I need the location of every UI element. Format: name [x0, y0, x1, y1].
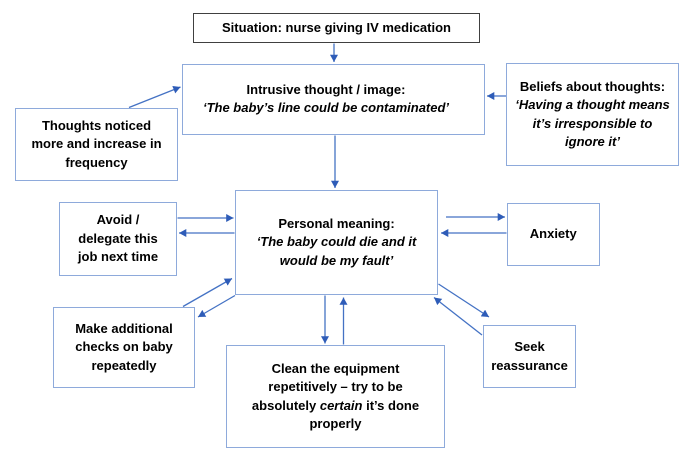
clean-equipment-box: Clean the equipment repetitively – try t… — [226, 345, 445, 448]
arrow-meaning-to-checks — [197, 294, 236, 318]
clean-equipment-text-before: Clean the equipment repetitively – try t… — [251, 360, 403, 413]
anxiety-box: Anxiety — [507, 203, 600, 266]
intrusive-thought-box: Intrusive thought / image: ‘The baby’s l… — [182, 63, 485, 135]
arrow-checks-to-meaning — [182, 277, 233, 308]
arrow-meaning-to-reassurance — [438, 283, 490, 318]
arrow-noticed-to-intrusive — [128, 85, 181, 109]
connectors — [128, 43, 507, 345]
avoid-delegate-text: Avoid / delegate this job next time — [77, 212, 159, 265]
intrusive-thought-title: Intrusive thought / image: — [246, 81, 406, 97]
arrow-reassurance-to-meaning — [433, 296, 483, 336]
personal-meaning-box: Personal meaning: ‘The baby could die an… — [235, 190, 438, 295]
intrusive-thought-quote: ‘The baby’s line could be contaminated’ — [202, 100, 450, 116]
thoughts-noticed-box: Thoughts noticed more and increase in fr… — [15, 108, 178, 181]
seek-reassurance-box: Seek reassurance — [483, 325, 576, 388]
beliefs-about-thoughts-box: Beliefs about thoughts: ‘Having a though… — [506, 63, 679, 166]
beliefs-quote: ‘Having a thought means it’s irresponsib… — [515, 97, 670, 149]
additional-checks-box: Make additional checks on baby repeatedl… — [53, 307, 195, 388]
clean-equipment-text: Clean the equipment repetitively – try t… — [252, 360, 419, 434]
situation-box: Situation: nurse giving IV medication — [193, 13, 480, 43]
situation-text: Situation: nurse giving IV medication — [222, 19, 451, 35]
clean-equipment-text-italic: certain — [319, 397, 363, 413]
avoid-delegate-box: Avoid / delegate this job next time — [59, 202, 177, 276]
personal-meaning-title: Personal meaning: — [278, 215, 395, 231]
seek-reassurance-text: Seek reassurance — [491, 339, 568, 373]
anxiety-text: Anxiety — [529, 226, 577, 242]
thoughts-noticed-text: Thoughts noticed more and increase in fr… — [31, 117, 162, 170]
beliefs-title: Beliefs about thoughts: — [519, 78, 666, 94]
clean-equipment-text-after: it’s done properly — [309, 397, 420, 432]
additional-checks-text: Make additional checks on baby repeatedl… — [75, 320, 173, 373]
personal-meaning-quote: ‘The baby could die and it would be my f… — [256, 234, 417, 268]
